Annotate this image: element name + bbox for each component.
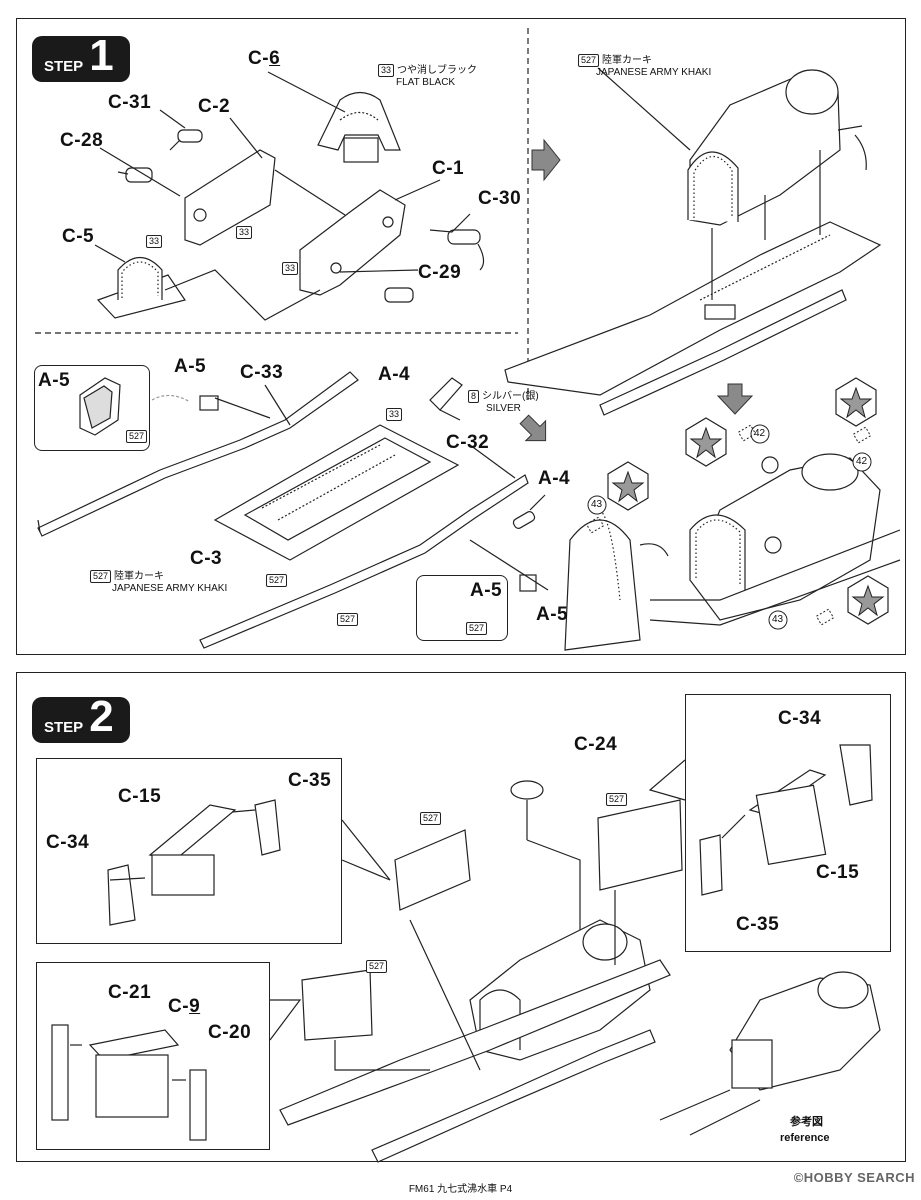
part-c1-label: C-1 (432, 158, 465, 179)
paint-code-s2-a: 527 (420, 812, 442, 825)
part-a5-inset2-label: A-5 (470, 580, 503, 601)
part-c35-right-label: C-35 (736, 914, 780, 935)
part-c30-label: C-30 (478, 188, 522, 209)
flat-black-jp: つや消しブラック (397, 65, 478, 76)
paint-code-s2-b: 527 (606, 793, 628, 806)
part-c15-right-label: C-15 (816, 862, 860, 883)
a5-inset-box-2 (416, 575, 508, 641)
paint-code-c3: 33 (386, 408, 403, 421)
decal-42-a: 42 (754, 428, 766, 439)
step2-word: STEP (44, 719, 84, 736)
part-c28-label: C-28 (60, 130, 104, 151)
step2-inset-top-left (36, 758, 342, 944)
paint-code-c2: 33 (236, 226, 253, 239)
khaki-en-left: JAPANESE ARMY KHAKI (112, 583, 228, 594)
part-a4-left-label: A-4 (378, 364, 411, 385)
khaki-en-right: JAPANESE ARMY KHAKI (596, 67, 712, 78)
reference-en: reference (780, 1132, 830, 1144)
part-c29-label: C-29 (418, 262, 462, 283)
part-a4-right-label: A-4 (538, 468, 571, 489)
part-c34-label: C-34 (46, 832, 90, 853)
silver-en: SILVER (486, 403, 521, 414)
decal-43-a: 43 (591, 499, 603, 510)
decal-43-b: 43 (772, 614, 784, 625)
step2-badge: STEP 2 (32, 692, 130, 743)
part-c15-label: C-15 (118, 786, 162, 807)
reference-jp: 参考図 (790, 1116, 823, 1128)
flat-black-en: FLAT BLACK (396, 77, 456, 88)
step1-badge: STEP 1 (32, 31, 130, 82)
part-c6-label: C-6 (248, 48, 281, 69)
part-c3-label: C-3 (190, 548, 223, 569)
step1-word: STEP (44, 58, 84, 75)
part-c9-label: C-9 (168, 996, 201, 1017)
paint-code-s2-c: 527 (366, 960, 388, 973)
part-c24-label: C-24 (574, 734, 618, 755)
watermark: ©HOBBY SEARCH (793, 1170, 915, 1185)
part-c21-label: C-21 (108, 982, 152, 1003)
part-c5-label: C-5 (62, 226, 95, 247)
step2-number: 2 (89, 692, 114, 741)
khaki-jp-left: 陸軍カーキ (114, 571, 165, 582)
part-c33-label: C-33 (240, 362, 284, 383)
part-c34-right-label: C-34 (778, 708, 822, 729)
part-a5-bottom-label: A-5 (536, 604, 569, 625)
paint-code-c1: 33 (282, 262, 299, 275)
step1-number: 1 (89, 31, 114, 80)
part-c20-label: C-20 (208, 1022, 252, 1043)
silver-jp: シルバー(銀) (482, 391, 539, 402)
paint-code-rail: 527 (337, 613, 359, 626)
paint-code-a5-inset2: 527 (466, 622, 488, 635)
part-c31-label: C-31 (108, 92, 152, 113)
part-c35-label: C-35 (288, 770, 332, 791)
khaki-jp-right: 陸軍カーキ (602, 55, 653, 66)
paint-code-a5-inset: 527 (126, 430, 148, 443)
part-c32-label: C-32 (446, 432, 490, 453)
decal-42-b: 42 (856, 456, 868, 467)
page-footer: FM61 九七式沸水車 P4 (408, 1184, 513, 1195)
part-a5-top-label: A-5 (174, 356, 207, 377)
paint-code-527-right: 527 (578, 54, 600, 67)
part-c2-label: C-2 (198, 96, 231, 117)
paint-code-c3-khaki: 527 (266, 574, 288, 587)
paint-code-c5: 33 (146, 235, 163, 248)
part-a5-inset-label: A-5 (38, 370, 71, 391)
